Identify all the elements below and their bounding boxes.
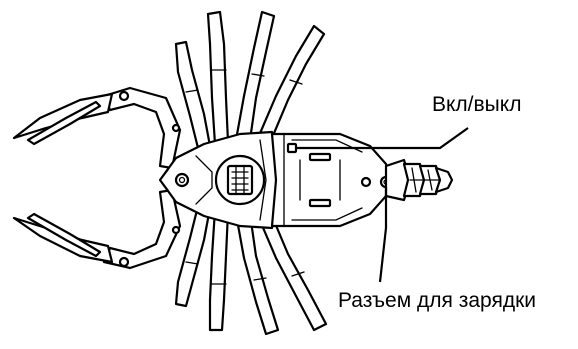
- leg-upper-2: [208, 12, 228, 144]
- pincer-upper-claw: [14, 94, 112, 138]
- label-power-switch: Вкл/выкл: [432, 94, 521, 115]
- leg-upper-1: [176, 42, 210, 148]
- label-charging-port: Разъем для зарядки: [338, 290, 536, 311]
- battery-clip-bottom: [310, 200, 330, 206]
- power-switch: [288, 144, 296, 152]
- screw-icon: [362, 178, 370, 186]
- pincer-lower: [14, 190, 180, 268]
- eye-icon: [176, 174, 188, 186]
- pincer-upper: [14, 88, 180, 168]
- pincer-lower-arm: [104, 190, 180, 268]
- legs-upper: [176, 12, 324, 148]
- pincer-upper-arm: [104, 88, 180, 168]
- tail: [386, 160, 452, 200]
- leg-lower-2: [210, 210, 228, 330]
- battery-clip-top: [310, 154, 330, 160]
- leg-lower-1: [176, 206, 210, 306]
